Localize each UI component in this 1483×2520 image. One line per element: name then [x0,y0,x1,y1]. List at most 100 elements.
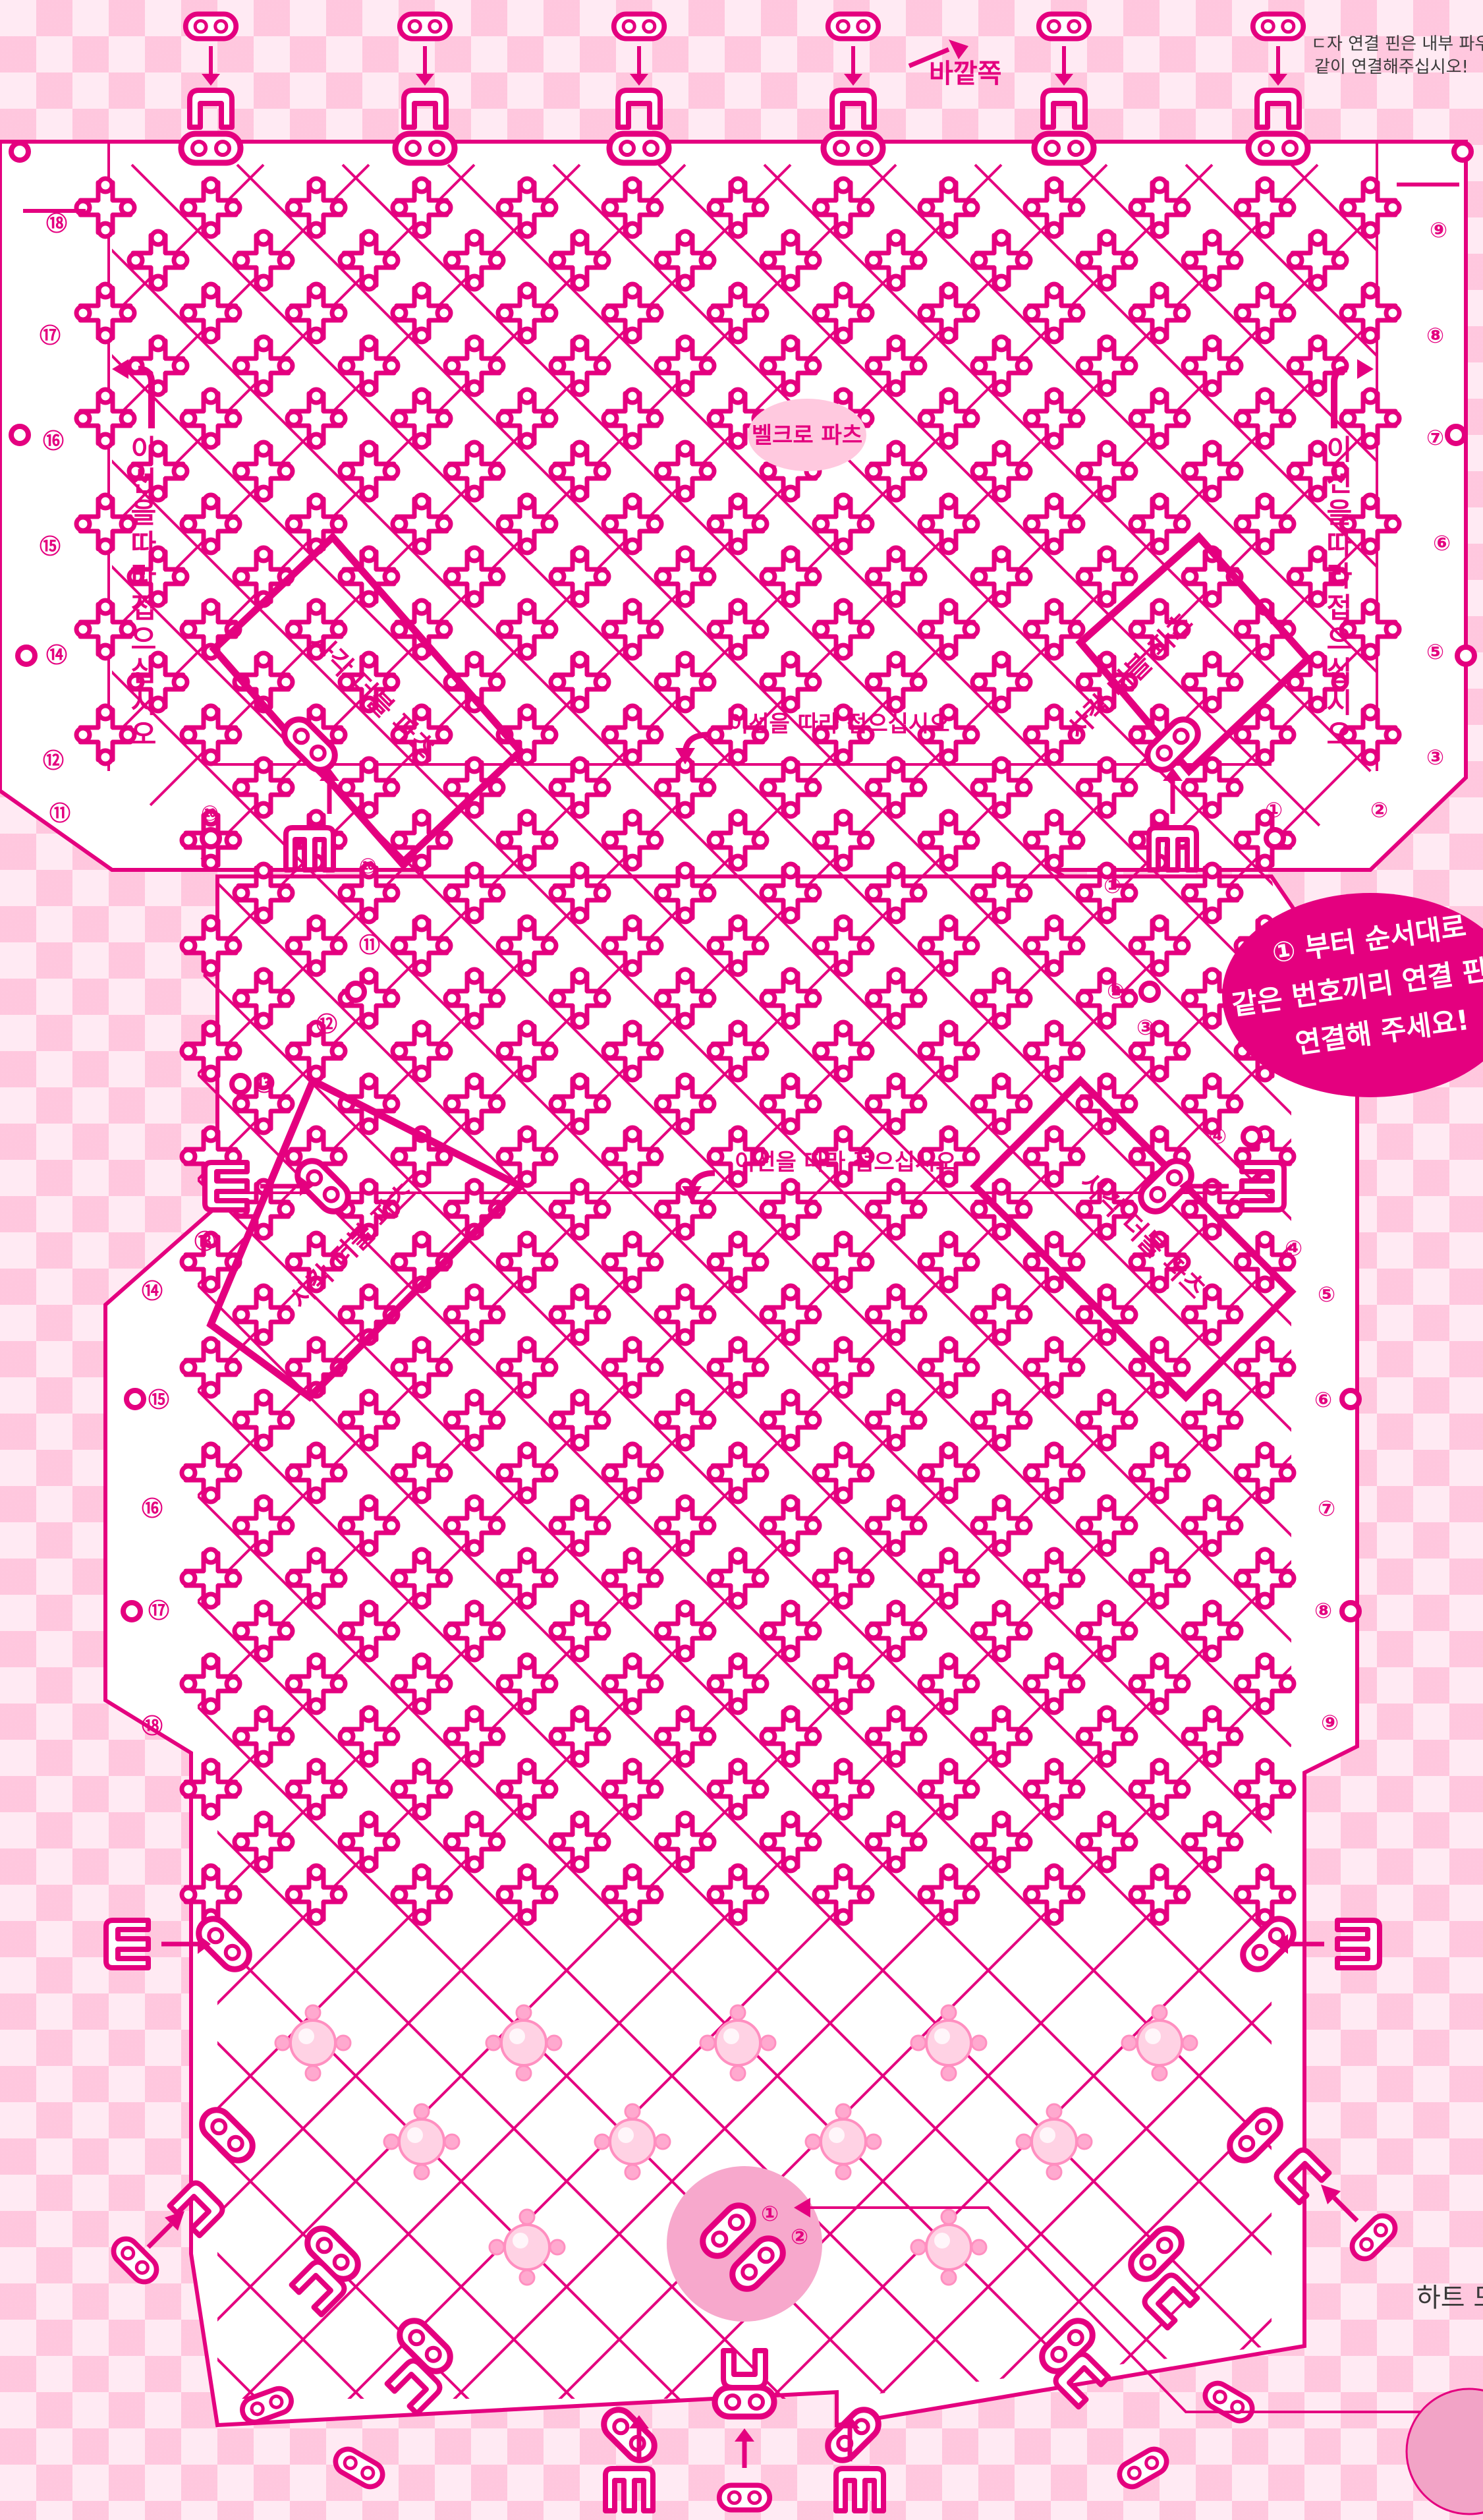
arrow-icon [949,40,968,59]
pin-icon [1039,14,1090,38]
hole-icon [1141,983,1158,1000]
number-label: ⑥ [1433,530,1451,556]
pin-icon [181,134,240,163]
arrow-icon [1321,2185,1357,2221]
hole-icon [1342,1603,1359,1620]
hole-icon [1457,647,1474,664]
number-label: ⑮ [40,534,61,559]
number-label: ② [1107,979,1125,1004]
pin-icon [1201,2379,1257,2426]
velcro-part: 벨크로 파츠 [748,399,866,471]
velcro-label: 벨크로 파츠 [752,422,862,449]
pin-icon [824,134,883,163]
heart-part-icon [1407,2389,1483,2514]
hole-icon [11,426,28,444]
number-label: ⑱ [142,1713,163,1738]
clip-icon [1242,1162,1284,1210]
pin-icon [1034,134,1094,163]
clip-icon [106,1920,148,1968]
number-label: ⑯ [43,428,64,453]
pin-icon [400,14,451,38]
hole-icon [18,647,35,664]
number-label: ⑨ [1321,1710,1339,1735]
arrow-icon [416,74,434,86]
pin-icon [614,14,665,38]
number-label: ⑤ [1426,639,1444,664]
number-label: ⑬ [194,1229,215,1254]
pin-icon [331,2445,387,2492]
hole-icon [123,1603,140,1620]
number-label: ⑦ [1318,1496,1335,1521]
pin-icon [609,134,669,163]
outside-label: 바깥쪽 [929,59,1001,89]
number-label: ⑨ [1430,217,1447,243]
hole-icon [1266,830,1283,847]
number-label: ⑫ [316,1012,337,1037]
pin-icon [719,2485,770,2509]
arrow-icon [148,2211,184,2247]
u-pin-icon [404,90,446,127]
number-label: ⑰ [148,1598,169,1623]
pin-icon [1253,14,1304,38]
number-label: ③ [1136,1015,1154,1040]
hole-icon [347,983,364,1000]
fold-instruction-middle: 이선을 따라 접으십시오 [735,1149,956,1176]
hole-icon [126,1390,144,1408]
number-label: ⑧ [1426,323,1444,348]
hole-icon [232,1075,249,1093]
pin-icon [828,14,879,38]
hole-icon [11,143,28,160]
pin-icon [715,2388,774,2417]
number-label: ⑭ [46,643,67,668]
number-label: ⑭ [142,1278,163,1303]
number-label: ④ [1209,1124,1227,1149]
fold-instruction-right: 이선을따라접으십시오 [1322,435,1354,751]
number-label: ⑰ [40,323,61,348]
hole-icon [1447,426,1465,444]
clip-icon [205,1162,247,1210]
top-note-line1: ㄷ자 연결 핀은 내부 파우 [1311,34,1483,54]
u-pin-icon [832,90,874,127]
heart-label: 하트 모 [1416,2283,1483,2313]
number-label: ② [791,2224,808,2249]
clip-icon [286,828,333,870]
number-label: ③ [1426,745,1444,770]
number-label: ④ [1285,1236,1302,1261]
number-label: ⑩ [201,801,219,826]
number-label: ⑤ [1318,1282,1335,1307]
fold-instruction-upper: 이선을 따라 접으십시오 [728,711,949,737]
clip-icon [1337,1920,1380,1968]
u-pin-icon [190,90,232,127]
number-label: ⑪ [49,801,70,826]
arrow-icon [735,2428,754,2468]
arrow-icon [1269,74,1287,86]
top-note-line2: 같이 연결해주십시오! [1314,57,1469,77]
number-label: ⑱ [46,211,67,236]
number-label: ② [1370,797,1388,822]
clip-icon [1149,828,1196,870]
arrow-icon [202,74,220,86]
number-label: ⑫ [43,748,64,773]
u-pin-icon [1257,90,1299,127]
u-pin-icon [618,90,660,127]
pin-icon [598,2404,661,2467]
number-label: ⑥ [1314,1387,1332,1412]
hole-icon [1342,1390,1359,1408]
pin-icon [1115,2445,1171,2492]
number-label: ⑦ [1426,425,1444,450]
pin-icon [186,14,237,38]
arrow-icon [844,74,862,86]
number-label: ⑧ [1314,1598,1332,1623]
number-label: ⑮ [148,1387,169,1412]
clip-icon [836,2469,883,2511]
fold-instruction-left: 이선을따라접으십시오 [126,435,158,751]
number-label: ⑬ [254,1071,275,1096]
u-pin-icon [1043,90,1085,127]
number-label: ⑯ [142,1496,163,1521]
number-label: ⑩ [359,853,377,878]
pin-icon [395,134,455,163]
pin-icon [822,2404,885,2467]
pin-icon [1248,134,1308,163]
hole-icon [202,830,219,847]
